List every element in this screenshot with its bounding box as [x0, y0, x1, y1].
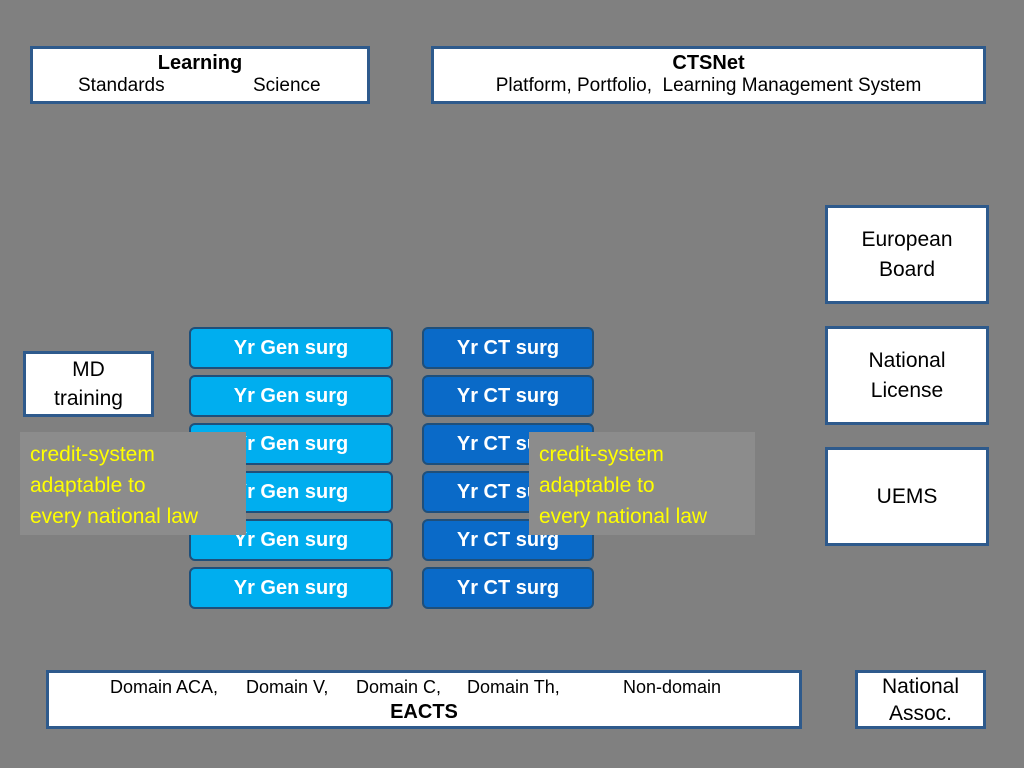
- credit-note-right-line1: credit-system: [539, 443, 664, 466]
- ct-surg-year-1: Yr CT surg: [422, 327, 594, 369]
- credit-note-right-line3: every national law: [539, 505, 708, 528]
- ct-surg-year-2: Yr CT surg: [422, 375, 594, 417]
- gen-surg-year-1: Yr Gen surg: [189, 327, 393, 369]
- credit-note-left-line2: adaptable to: [30, 474, 146, 497]
- md-training-line2: training: [54, 387, 123, 410]
- european-board-box: European Board: [825, 205, 989, 304]
- european-board-line2: Board: [878, 257, 936, 281]
- md-training-line1: MD: [72, 358, 105, 381]
- credit-note-right: credit-system adaptable to every nationa…: [529, 432, 755, 535]
- gen-surg-year-2: Yr Gen surg: [189, 375, 393, 417]
- eacts-domain-v: Domain V,: [246, 677, 329, 697]
- uems-box: UEMS: [825, 447, 989, 546]
- gen-surg-year-6: Yr Gen surg: [189, 567, 393, 609]
- ctsnet-box: CTSNet Platform, Portfolio, Learning Man…: [431, 46, 986, 104]
- ctsnet-subtitle: Platform, Portfolio, Learning Management…: [495, 75, 922, 96]
- md-training-box: MD training: [23, 351, 154, 417]
- national-assoc-line1: National: [881, 674, 960, 698]
- national-license-box: National License: [825, 326, 989, 425]
- eacts-domain-th: Domain Th,: [467, 677, 560, 697]
- ctsnet-title: CTSNet: [672, 52, 745, 74]
- eacts-title: EACTS: [390, 701, 458, 723]
- uems-label: UEMS: [876, 484, 938, 508]
- eacts-non-domain: Non-domain: [623, 677, 722, 697]
- national-license-line1: National: [868, 348, 946, 372]
- national-assoc-line2: Assoc.: [888, 701, 953, 725]
- eacts-domain-c: Domain C,: [356, 677, 442, 697]
- eacts-box: Domain ACA, Domain V, Domain C, Domain T…: [46, 670, 802, 729]
- learning-title: Learning: [157, 52, 243, 74]
- national-license-line2: License: [870, 378, 944, 402]
- credit-note-left: credit-system adaptable to every nationa…: [20, 432, 246, 535]
- learning-box: Learning Standards Science: [30, 46, 370, 104]
- credit-note-left-line1: credit-system: [30, 443, 155, 466]
- national-assoc-box: National Assoc.: [855, 670, 986, 729]
- ct-surg-year-6: Yr CT surg: [422, 567, 594, 609]
- learning-standards: Standards: [78, 75, 165, 96]
- credit-note-right-line2: adaptable to: [539, 474, 655, 497]
- eacts-domain-aca: Domain ACA,: [110, 677, 219, 697]
- learning-science: Science: [253, 75, 321, 96]
- european-board-line1: European: [861, 227, 953, 251]
- credit-note-left-line3: every national law: [30, 505, 199, 528]
